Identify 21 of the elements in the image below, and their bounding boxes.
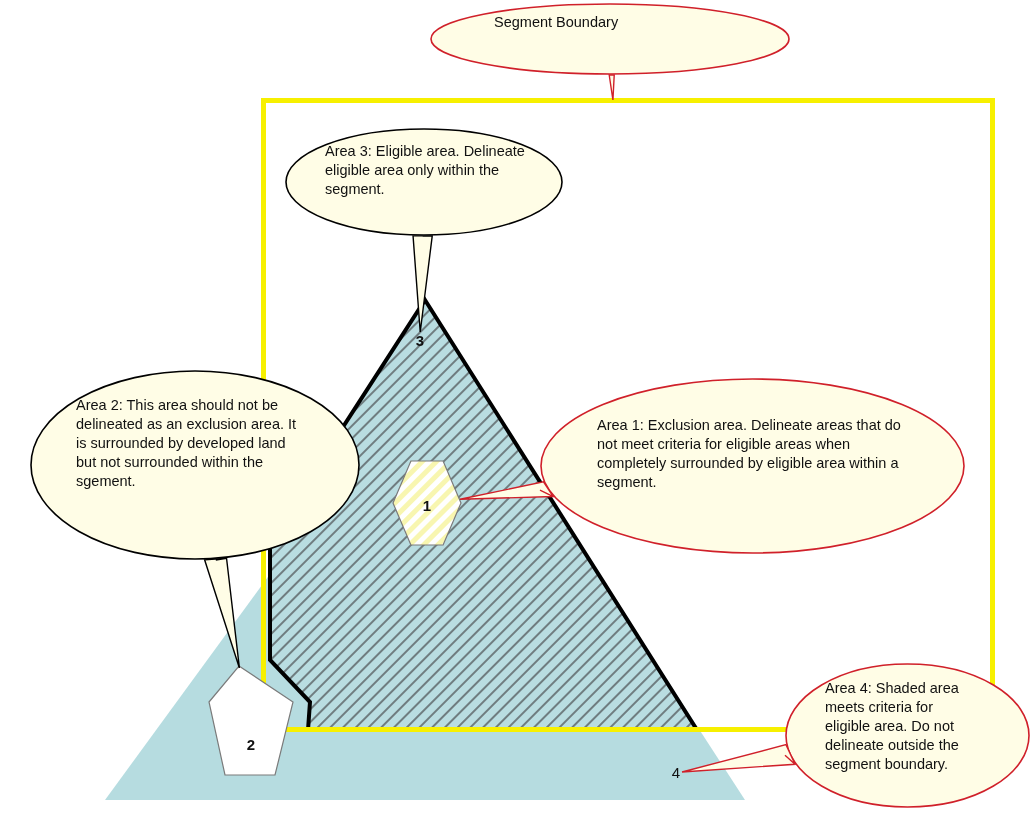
- callout-tail: [608, 74, 615, 101]
- area-number: 4: [670, 763, 682, 783]
- speech-bubble: [430, 3, 790, 75]
- excluded-area-pentagon: [208, 666, 294, 776]
- area-number: 1: [421, 496, 433, 516]
- speech-bubble: [785, 663, 1030, 808]
- callout-text: Area 3: Eligible area. Delineate eligible area only within the segment.: [325, 142, 526, 199]
- speech-bubble: [285, 128, 563, 236]
- callout-tail: [681, 743, 797, 773]
- area-number: 3: [414, 331, 426, 351]
- callout-text: Segment Boundary: [494, 13, 620, 32]
- speech-bubble: [30, 370, 360, 560]
- callout-text: Area 1: Exclusion area. Delineate areas that do not meet criteria for eligible areas when completely surrounded by eligible area within a segment.: [597, 416, 902, 492]
- exclusion-area-hexagon: [392, 460, 462, 546]
- callout-tail: [203, 557, 241, 669]
- speech-bubble: [540, 378, 965, 554]
- callout-text: Area 4: Shaded area meets criteria for eligible area. Do not delineate outside the segment boundary.: [825, 679, 960, 774]
- callout-text: Area 2: This area should not be delineated as an exclusion area. It is surrounded by developed land but not surrounded within the sgement.: [76, 396, 298, 491]
- area-number: 2: [245, 735, 257, 755]
- callout-tail: [459, 481, 555, 500]
- callout-tail: [412, 235, 434, 333]
